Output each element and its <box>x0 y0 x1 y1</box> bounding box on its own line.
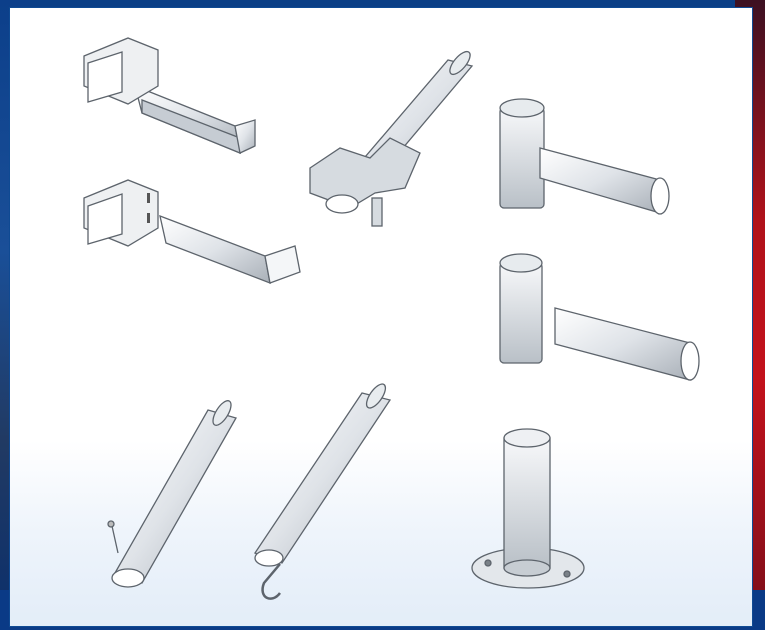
parts-illustration <box>83 37 700 600</box>
tube-with-flange-clamp <box>309 50 474 227</box>
tube-with-hook <box>254 383 392 600</box>
square-tube-connector-assembled <box>83 37 256 155</box>
product-panel <box>10 8 752 626</box>
tube-with-base-plate <box>471 428 585 589</box>
tee-tube-assembled <box>499 98 670 215</box>
tube-with-eyebolt <box>107 400 237 588</box>
square-tube-connector-exploded <box>83 179 301 285</box>
tee-tube-exploded <box>499 253 700 381</box>
